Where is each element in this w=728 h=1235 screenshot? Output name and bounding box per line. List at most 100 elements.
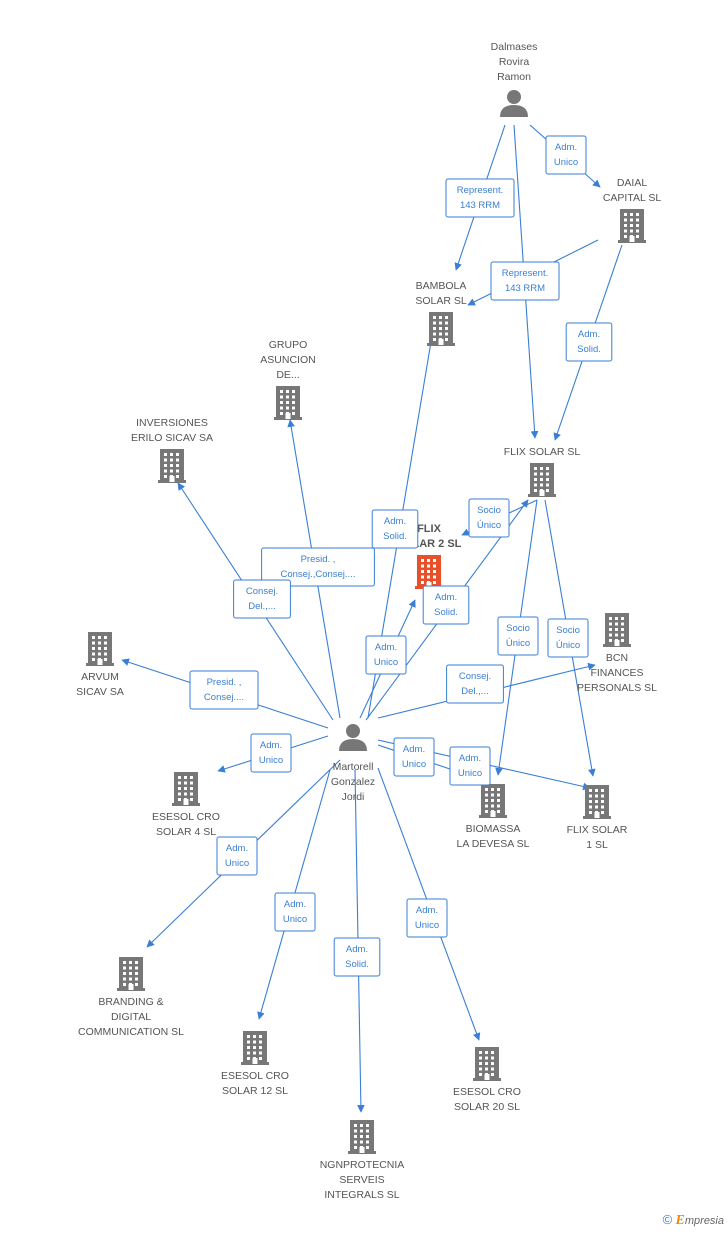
node-label-line: NGNPROTECNIA: [320, 1159, 405, 1171]
edge-label-box: [565, 322, 613, 362]
edge-label-line: Socio: [556, 625, 580, 636]
node-label-line: Dalmases: [491, 41, 538, 53]
edge-label-box: [393, 737, 435, 777]
edge-label-line: Adm.: [416, 905, 438, 916]
edge-label-martorell-to-esesol12[interactable]: Adm. Unico: [274, 892, 316, 932]
node-label-line: Martorell: [333, 761, 374, 773]
person-icon: [339, 724, 367, 751]
edge-label-box: [445, 178, 515, 218]
edge-label-line: Adm.: [260, 740, 282, 751]
edge-label-martorell-to-grupo[interactable]: Presid. ,Consej.,Consej....: [261, 547, 375, 587]
edge-label-box: [406, 898, 448, 938]
edge-label-martorell-to-biomassa[interactable]: Adm.Unico: [393, 737, 435, 777]
edge-label-line: Solid.: [577, 344, 601, 355]
edge-label-martorell-to-inversiones[interactable]: Consej. Del.,...: [233, 579, 291, 619]
node-label-line: 1 SL: [586, 839, 608, 851]
edge-label-line: Unico: [225, 858, 249, 869]
edge-label-box: [497, 616, 539, 656]
edge-label-box: [365, 635, 407, 675]
node-grupo[interactable]: GRUPOASUNCIONDE...: [260, 339, 316, 420]
edge-label-line: Adm.: [284, 899, 306, 910]
node-label-line: BCN: [606, 652, 628, 664]
edge-label-dalial-to-bambola[interactable]: Represent. 143 RRM: [490, 261, 560, 301]
node-label-line: FINANCES: [590, 667, 643, 679]
edge-label-line: Adm.: [375, 642, 397, 653]
edge-label-line: Socio: [506, 623, 530, 634]
building-icon: [618, 209, 646, 243]
edge-label-line: Unico: [374, 657, 398, 668]
edge-label-line: 143 RRM: [505, 283, 545, 294]
node-flixsolar[interactable]: FLIX SOLAR SL: [504, 446, 581, 497]
edge-label-box: [545, 135, 587, 175]
edge-label-line: Solid.: [345, 959, 369, 970]
building-icon: [274, 386, 302, 420]
node-bcn[interactable]: BCN FINANCES PERSONALS SL: [577, 613, 657, 694]
node-label-line: CAPITAL SL: [603, 192, 662, 204]
edge-label-dalmases-to-bambola[interactable]: Represent.143 RRM: [445, 178, 515, 218]
node-label-line: LA DEVESA SL: [457, 838, 530, 850]
edge-label-line: Consej....: [204, 692, 244, 703]
node-label-line: INVERSIONES: [136, 417, 208, 429]
edge-label-line: Represent.: [502, 268, 548, 279]
node-label-line: SOLAR SL: [415, 295, 467, 307]
node-label-line: FLIX: [417, 523, 441, 535]
edge-label-martorell-to-ngn[interactable]: Adm.Solid.: [333, 937, 381, 977]
building-icon: [528, 463, 556, 497]
edge-label-dalial-to-flixsolar[interactable]: Adm.Solid.: [565, 322, 613, 362]
node-label-line: SOLAR 20 SL: [454, 1101, 520, 1113]
edge-label-line: Del.,...: [248, 601, 275, 612]
edge-label-line: Unico: [283, 914, 307, 925]
edge-label-martorell-to-esesol20[interactable]: Adm.Unico: [406, 898, 448, 938]
node-label-line: ARVUM: [81, 671, 119, 683]
edge-label-line: Adm.: [384, 516, 406, 527]
node-label-line: ESESOL CRO: [152, 811, 220, 823]
edge-label-line: Único: [556, 640, 580, 651]
edge-label-line: Adm.: [226, 843, 248, 854]
node-label-line: GRUPO: [269, 339, 308, 351]
edge-label-line: Socio: [477, 505, 501, 516]
edge-label-martorell-to-bcn[interactable]: Consej.Del.,...: [446, 664, 504, 704]
node-label-line: SICAV SA: [76, 686, 124, 698]
node-label-line: PERSONALS SL: [577, 682, 657, 694]
edge-label-martorell-to-bambola[interactable]: Adm. Solid.: [371, 509, 419, 549]
edge-label-box: [449, 746, 491, 786]
building-icon: [603, 613, 631, 647]
edge-label-line: Consej.: [246, 586, 278, 597]
edge-label-box: [189, 670, 259, 710]
node-flix1[interactable]: FLIX SOLAR 1 SL: [567, 785, 628, 851]
edge-label-martorell-to-arvum[interactable]: Presid. ,Consej....: [189, 670, 259, 710]
node-biomassa[interactable]: BIOMASSA LA DEVESA SL: [457, 784, 530, 850]
node-label-line: DAIAL: [617, 177, 648, 189]
edge-label-box: [371, 509, 419, 549]
footer-brand: © Empresia: [663, 1212, 724, 1229]
edge-label-line: Adm.: [435, 592, 457, 603]
node-label-line: BIOMASSA: [466, 823, 521, 835]
node-label-line: FLIX SOLAR: [567, 824, 628, 836]
edge-label-martorell-to-esesol4[interactable]: Adm.Unico: [250, 733, 292, 773]
node-arvum[interactable]: ARVUM SICAV SA: [76, 632, 124, 698]
node-dalial[interactable]: DAIAL CAPITAL SL: [603, 177, 662, 243]
edge-label-martorell-to-branding[interactable]: Adm. Unico: [216, 836, 258, 876]
building-icon: [241, 1031, 269, 1065]
building-icon: [473, 1047, 501, 1081]
edge-label-line: Solid.: [383, 531, 407, 542]
edge-label-martorell-to-flix1[interactable]: Adm.Unico: [449, 746, 491, 786]
edge-label-line: Unico: [554, 157, 578, 168]
edge-label-martorell-to-flix2[interactable]: Adm. Unico: [365, 635, 407, 675]
edge-label-martorell-to-flixsolar[interactable]: Adm.Solid.: [422, 585, 470, 625]
edge-label-dalmases-to-dalial[interactable]: Adm.Unico: [545, 135, 587, 175]
edge-label-line: Consej.,Consej....: [281, 569, 356, 580]
